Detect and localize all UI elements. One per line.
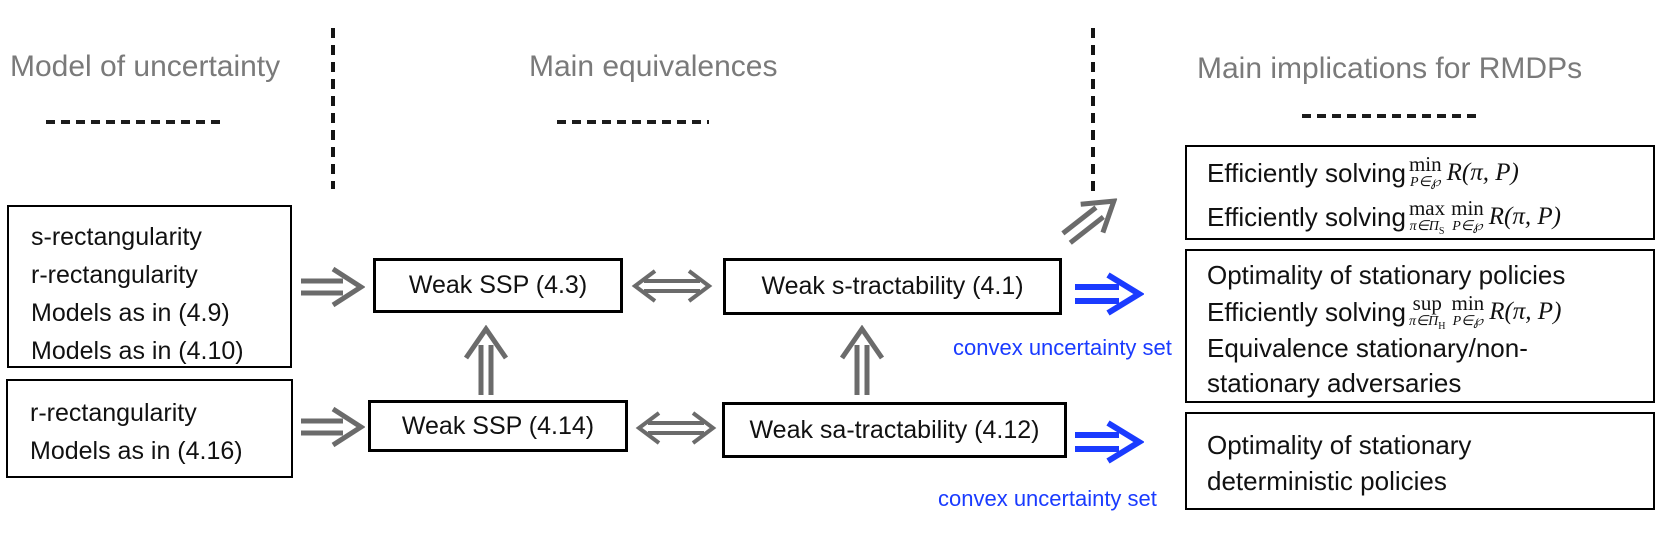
- uncertainty-line: Models as in (4.9): [31, 299, 230, 327]
- implication-text: deterministic policies: [1207, 466, 1447, 496]
- convex-uncertainty-label-top: convex uncertainty set: [953, 335, 1172, 360]
- weak-sa-tractability-box: Weak sa-tractability (4.12): [722, 402, 1067, 458]
- math-min-operator: min P∈℘: [1451, 195, 1484, 234]
- weak-ssp-bottom-label: Weak SSP (4.14): [401, 411, 595, 440]
- uncertainty-line: r-rectangularity: [31, 261, 198, 289]
- math-objective: R(π, P): [1489, 298, 1562, 325]
- section-title-main-equivalences: Main equivalences: [529, 50, 778, 83]
- convex-uncertainty-label-bottom: convex uncertainty set: [938, 486, 1157, 511]
- implied-by-up-arrow-right: [839, 325, 885, 397]
- math-min-operator: min P∈℘: [1408, 151, 1442, 190]
- weak-s-tractability-label: Weak s-tractability (4.1): [761, 272, 1024, 300]
- title-underline-left: [46, 120, 226, 124]
- implication-line: Efficiently solving min P∈℘ R(π, P): [1207, 151, 1653, 195]
- implications-box-2: Optimality of stationary policies Effici…: [1185, 249, 1655, 403]
- weak-ssp-bottom-box: Weak SSP (4.14): [368, 400, 628, 452]
- math-objective: R(π, P): [1446, 159, 1519, 186]
- implications-box-3: Optimality of stationary deterministic p…: [1185, 412, 1655, 510]
- uncertainty-line: Models as in (4.10): [31, 337, 244, 365]
- implication-text: Efficiently solving: [1207, 201, 1406, 232]
- implications-box-1: Efficiently solving min P∈℘ R(π, P) Effi…: [1185, 145, 1655, 240]
- implication-line: Efficiently solving sup π∈ΠH min P∈℘ R(π…: [1207, 290, 1653, 332]
- blue-implies-arrow-top: [1072, 270, 1144, 318]
- title-underline-middle: [557, 120, 709, 124]
- implication-line: Efficiently solving max π∈ΠS min P∈℘ R(π…: [1207, 195, 1653, 239]
- blue-implies-arrow-bottom: [1072, 418, 1144, 466]
- uncertainty-box-top: s-rectangularity r-rectangularity Models…: [7, 205, 292, 368]
- implication-text: Equivalence stationary/non-: [1207, 333, 1528, 363]
- separator-right-dashed-line: [1091, 28, 1095, 191]
- implication-text: Optimality of stationary policies: [1207, 260, 1566, 290]
- implied-by-up-arrow-left: [463, 325, 509, 397]
- implication-text: Efficiently solving: [1207, 296, 1406, 327]
- uncertainty-box-bottom: r-rectangularity Models as in (4.16): [6, 379, 293, 478]
- implication-text: Optimality of stationary: [1207, 430, 1472, 460]
- math-max-operator: max π∈ΠS: [1408, 195, 1446, 237]
- separator-left-dashed-line: [331, 28, 335, 189]
- weak-sa-tractability-label: Weak sa-tractability (4.12): [749, 415, 1040, 444]
- uncertainty-line: s-rectangularity: [31, 223, 202, 251]
- implies-arrow-bottom-left: [299, 406, 365, 448]
- title-underline-right: [1302, 114, 1478, 118]
- weak-ssp-top-box: Weak SSP (4.3): [373, 258, 623, 313]
- math-sup-operator: sup π∈ΠH: [1408, 290, 1446, 332]
- implies-diagonal-arrow: [1052, 182, 1130, 256]
- section-title-main-implications: Main implications for RMDPs: [1197, 52, 1583, 85]
- implication-text: stationary adversaries: [1207, 368, 1462, 398]
- equivalence-arrow-top: [631, 269, 713, 303]
- implication-text: Efficiently solving: [1207, 157, 1406, 188]
- math-objective: R(π, P): [1488, 203, 1561, 230]
- weak-s-tractability-box: Weak s-tractability (4.1): [723, 258, 1062, 315]
- section-title-model-of-uncertainty: Model of uncertainty: [10, 50, 281, 83]
- weak-ssp-top-label: Weak SSP (4.3): [408, 271, 588, 299]
- uncertainty-line: r-rectangularity: [30, 399, 197, 427]
- uncertainty-line: Models as in (4.16): [30, 437, 243, 465]
- math-min-operator: min P∈℘: [1451, 290, 1485, 329]
- implies-arrow-top-left: [299, 266, 365, 308]
- equivalence-arrow-bottom: [635, 411, 717, 445]
